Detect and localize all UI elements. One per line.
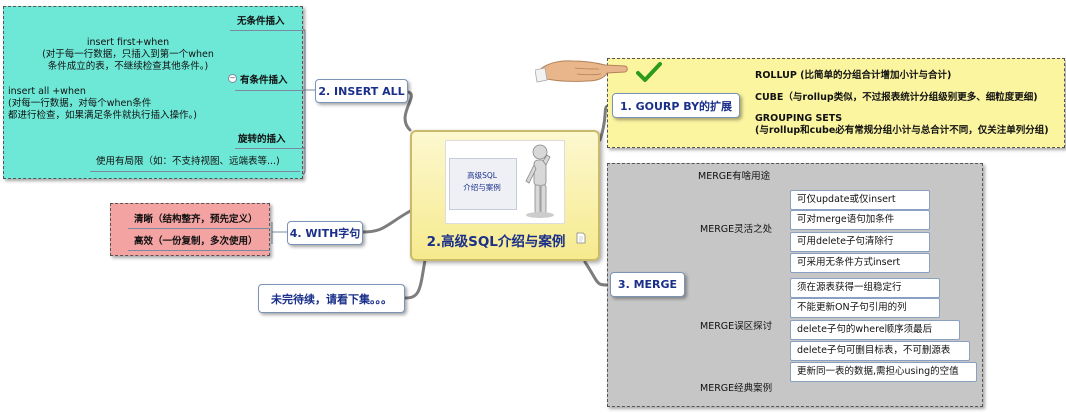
illustration-caption: 高级SQL 介绍与案例 (463, 171, 501, 192)
connector-insert-all (403, 90, 413, 132)
with-clause-node[interactable]: 4. WITH字句 (287, 221, 363, 245)
with-item-efficient: 高效（一份复制，多次使用） (134, 236, 258, 247)
merge-pitfall-1: 须在源表获得一组稳定行 (790, 278, 940, 298)
note-icon[interactable] (576, 232, 586, 244)
merge-item-usage: MERGE有啥用途 (698, 171, 771, 182)
merge-pitfall-4: delete子句可删目标表，不可删源表 (790, 341, 970, 361)
insert-all-when: insert all +when (对每一行数据，对每个when条件 都进行检查… (8, 86, 197, 121)
insert-all-node[interactable]: 2. INSERT ALL (315, 79, 408, 103)
group-by-grouping-sets: GROUPING SETS (与rollup和cube必有常规分组小计与总合计不… (755, 113, 1049, 136)
illustration-board (449, 158, 517, 210)
merge-pitfall-5: 更新同一表的数据,需担心using的空值 (790, 362, 977, 382)
insert-all-panel (3, 6, 303, 179)
connector-with (360, 208, 414, 234)
merge-pitfall-3: delete子句的where顺序须最后 (790, 320, 960, 340)
merge-flex-2: 可对merge语句加条件 (790, 210, 930, 230)
merge-node[interactable]: 3. MERGE (610, 272, 685, 297)
connector-todo (403, 258, 427, 300)
merge-item-flexibility: MERGE灵活之处 (700, 224, 773, 235)
pointing-hand-icon (535, 60, 628, 83)
insert-item-conditional: 有条件插入 (240, 75, 288, 86)
merge-pitfall-2: 不能更新ON子句引用的列 (790, 298, 940, 318)
merge-item-cases: MERGE经典案例 (700, 383, 773, 394)
collapse-icon[interactable]: − (228, 74, 237, 83)
center-title: 2.高级SQL介绍与案例 (426, 234, 566, 250)
to-be-continued-node[interactable]: 未完待续，请看下集。。。 (258, 284, 405, 313)
group-by-cube: CUBE（与rollup类似，不过报表统计分组级别更多、细粒度更细) (755, 92, 1038, 103)
insert-item-pivot: 旋转的插入 (238, 134, 286, 145)
merge-flex-3: 可用delete子句清除行 (790, 232, 930, 252)
merge-item-pitfalls: MERGE误区探讨 (700, 321, 773, 332)
with-clause-panel (110, 203, 270, 256)
group-by-rollup: ROLLUP (比简单的分组合计增加小计与合计) (755, 70, 952, 81)
with-item-clear: 清晰（结构整齐，预先定义） (134, 214, 258, 225)
insert-first-when: insert first+when (对于每一行数据，只插入到第一个when 条… (42, 37, 214, 72)
merge-flex-4: 可采用无条件方式insert (790, 253, 930, 273)
connector-merge (583, 260, 612, 287)
merge-flex-1: 可仅update或仅insert (790, 190, 930, 210)
checkmark-icon (636, 62, 662, 82)
insert-item-unconditional: 无条件插入 (237, 16, 285, 27)
thinking-figure-icon (525, 144, 554, 218)
group-by-node[interactable]: 1. GOURP BY的扩展 (612, 93, 740, 118)
insert-item-limitation: 使用有局限（如：不支持视图、远端表等...) (96, 156, 280, 167)
